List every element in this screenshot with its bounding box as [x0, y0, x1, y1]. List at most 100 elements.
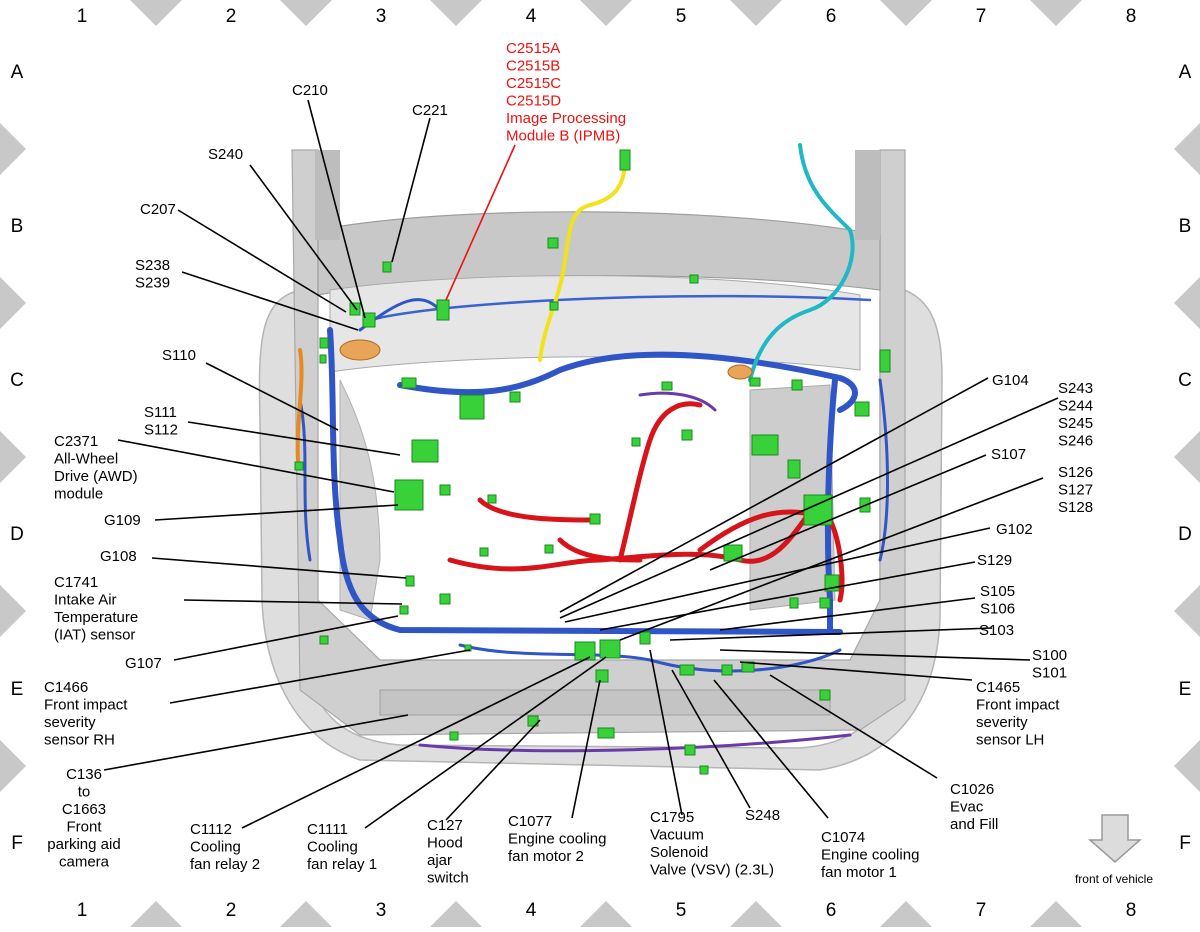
connector-block — [411, 439, 439, 463]
grid-row-label-right: C — [1178, 370, 1192, 391]
grommet-right — [727, 364, 753, 380]
leader-line — [177, 209, 347, 313]
callout-s107: S107 — [991, 446, 1026, 463]
leader-line — [205, 362, 339, 431]
connector-block — [599, 639, 621, 659]
connector-block — [439, 484, 451, 496]
grid-marker-left — [0, 277, 26, 329]
grid-marker-top — [130, 0, 182, 26]
leader-line — [559, 397, 1059, 619]
connector-block — [459, 394, 485, 420]
connector-block — [681, 429, 693, 441]
connector-block — [319, 635, 329, 645]
connector-block — [789, 597, 799, 609]
leader-line — [117, 439, 395, 493]
harnesses — [295, 143, 889, 753]
left-fender-panel — [339, 379, 381, 621]
leader-line — [445, 144, 516, 301]
callout-c221: C221 — [412, 102, 448, 119]
leader-line — [713, 679, 829, 819]
grid-row-label-right: D — [1178, 524, 1192, 545]
connector-block — [699, 765, 709, 775]
grid-marker-bottom — [1030, 901, 1082, 927]
connector-block — [721, 664, 733, 676]
connector-block — [597, 727, 615, 739]
left-strut — [315, 150, 340, 240]
grid-column-label-top: 8 — [1126, 6, 1137, 27]
connector-block — [449, 731, 459, 741]
connector-block — [509, 391, 521, 403]
connector-block — [405, 575, 415, 587]
grid-column-label-bottom: 7 — [976, 900, 987, 921]
connector-block — [589, 513, 601, 525]
connector-block — [439, 593, 451, 605]
blue-harness-upper — [397, 351, 858, 413]
callout-s240: S240 — [208, 146, 243, 163]
grid-marker-bottom — [880, 901, 932, 927]
blue-harness-lower — [458, 643, 842, 673]
grommet-left — [339, 339, 381, 361]
blue-harness-left-branch — [298, 398, 312, 562]
grid-column-label-bottom: 1 — [77, 900, 88, 921]
leader-line — [151, 557, 407, 579]
grid-column-label-bottom: 8 — [1126, 900, 1137, 921]
blue-harness-main — [327, 327, 843, 635]
connector-block — [679, 664, 695, 676]
connector-block — [787, 459, 801, 479]
connector-block — [854, 401, 870, 417]
callout-c210: C210 — [292, 82, 328, 99]
grid-marker-right — [1174, 277, 1200, 329]
grid-marker-left — [0, 123, 26, 175]
grid-marker-right — [1174, 123, 1200, 175]
grid-row-label-right: E — [1179, 679, 1192, 700]
leader-line — [769, 674, 938, 779]
grid-column-label-top: 7 — [976, 6, 987, 27]
leader-line — [249, 164, 358, 311]
callout-g109: G109 — [104, 512, 141, 529]
callout-g108: G108 — [100, 548, 137, 565]
leader-line — [364, 656, 607, 829]
leader-line — [241, 656, 591, 829]
connector-block — [479, 547, 489, 557]
leader-line — [173, 615, 399, 661]
grid-marker-bottom — [580, 901, 632, 927]
grid-marker-top — [430, 0, 482, 26]
grid-column-label-top: 6 — [826, 6, 837, 27]
grid-marker-right — [1174, 740, 1200, 792]
leader-line — [154, 504, 399, 521]
connector-block — [401, 377, 417, 389]
front-of-vehicle-label: front of vehicle — [1075, 872, 1153, 886]
grid-row-label-right: F — [1179, 833, 1191, 854]
grid-column-label-bottom: 5 — [676, 900, 687, 921]
grid-column-label-top: 2 — [226, 6, 237, 27]
lower-grille — [379, 689, 831, 716]
connector-block — [549, 301, 559, 311]
connector-block — [319, 337, 329, 349]
cyan-harness — [748, 143, 855, 382]
grid-marker-bottom — [730, 901, 782, 927]
connector-block — [595, 669, 609, 683]
callout-c207: C207 — [140, 201, 176, 218]
connectors — [294, 149, 891, 775]
leader-line — [739, 661, 973, 681]
connector-block — [749, 377, 761, 387]
connector-block — [684, 744, 696, 756]
callout-g107: G107 — [125, 655, 162, 672]
connector-block — [819, 689, 831, 701]
grid-row-label-left: E — [11, 679, 24, 700]
leader-line — [169, 649, 471, 704]
grid-marker-top — [280, 0, 332, 26]
